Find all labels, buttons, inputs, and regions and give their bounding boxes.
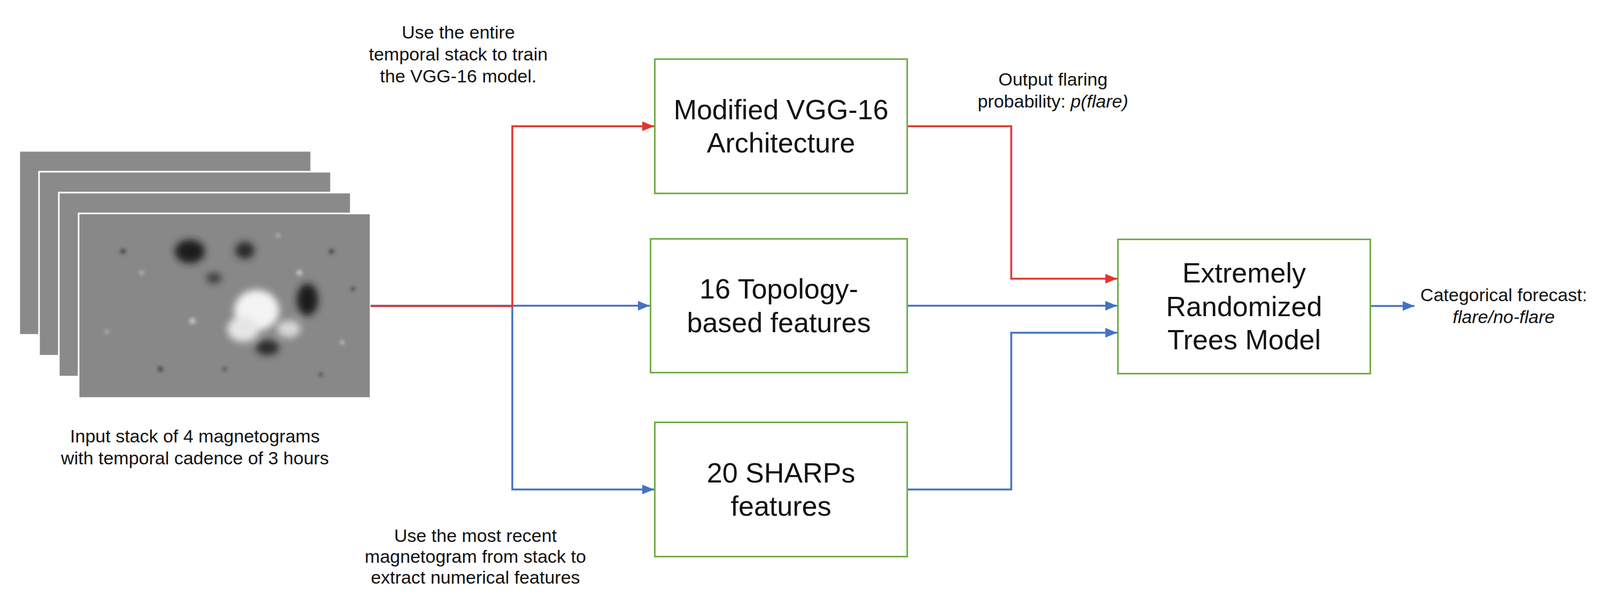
model-box: Extremely Randomized Trees Model — [1117, 238, 1372, 375]
annotation-note-text: Use the most recent magnetogram from sta… — [364, 525, 587, 588]
box-label: 16 Topology-based features — [662, 272, 896, 340]
box-label: 20 SHARPs features — [666, 456, 896, 523]
input-stack: Input stack of 4 magnetograms with tempo… — [19, 150, 371, 456]
connector-arrow — [908, 126, 1118, 279]
annotation-note: Use the most recent magnetogram from sta… — [360, 525, 591, 588]
connector-arrow — [908, 304, 1118, 307]
process-box: 16 Topology-based features — [649, 237, 909, 374]
connector-arrow — [370, 126, 655, 306]
annotation-note: Use the entire temporal stack to train t… — [366, 21, 551, 87]
box-text-group: 20 SHARPs features — [666, 456, 896, 523]
box-text-group: Modified VGG-16 Architecture — [666, 93, 896, 160]
output-label: Output flaring probability:p(flare) — [956, 68, 1150, 113]
connector-arrow — [908, 332, 1118, 490]
annotation-note-text: Use the entire temporal stack to train t… — [368, 21, 548, 87]
output-arrow — [1370, 304, 1415, 307]
box-label: Extremely Randomized Trees Model — [1129, 256, 1359, 357]
process-box: 20 SHARPs features — [654, 421, 909, 558]
forecast-label-text: flare/no-flare — [1418, 305, 1590, 328]
forecast-label: Categorical forecast:flare/no-flare — [1418, 283, 1590, 328]
connector-arrow — [370, 305, 655, 490]
magnetogram-features — [104, 233, 356, 377]
output-label-text: p(flare) — [1070, 90, 1129, 113]
box-label: Modified VGG-16 Architecture — [666, 93, 896, 160]
magnetogram-front — [78, 213, 371, 398]
forecast-label-text: Categorical forecast: — [1418, 283, 1590, 306]
box-text-group: 16 Topology-based features — [662, 272, 896, 340]
process-box: Modified VGG-16 Architecture — [654, 58, 909, 195]
magnetogram-stack — [19, 150, 371, 398]
box-text-group: Extremely Randomized Trees Model — [1129, 256, 1359, 357]
figure-caption: Input stack of 4 magnetograms with tempo… — [56, 425, 335, 469]
